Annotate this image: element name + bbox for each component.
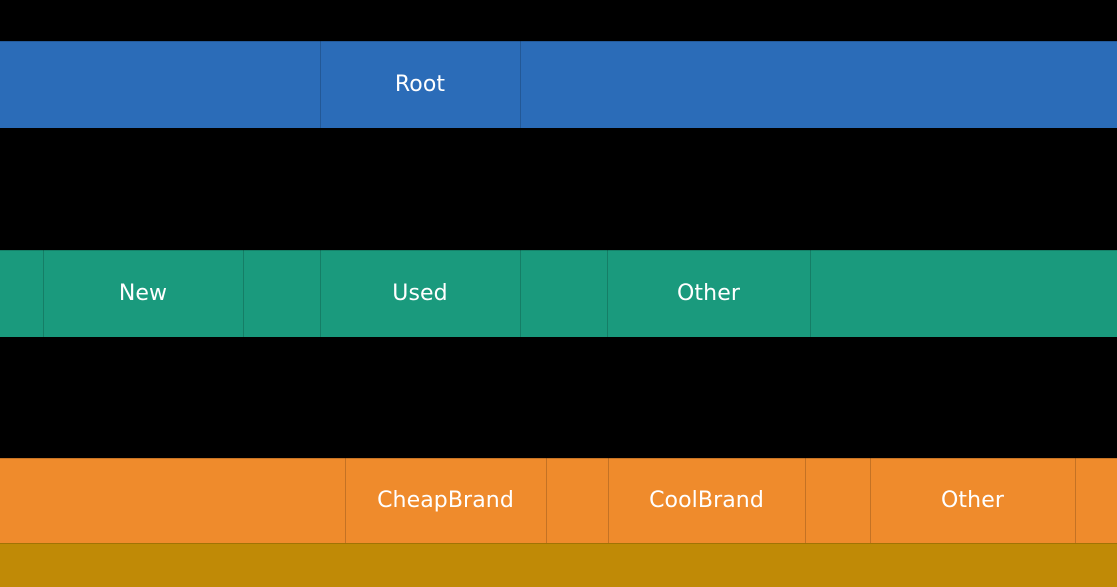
icicle-node-coolbrand[interactable]: CoolBrand xyxy=(608,458,805,543)
icicle-node-label: CoolBrand xyxy=(649,487,764,513)
icicle-node-unlabeled[interactable] xyxy=(243,250,320,337)
chart-level-condition-level: New Used Other xyxy=(0,250,1117,337)
icicle-node-label: CheapBrand xyxy=(377,487,514,513)
icicle-node-unlabeled[interactable] xyxy=(520,250,607,337)
icicle-node-unlabeled[interactable] xyxy=(805,458,870,543)
icicle-node-unlabeled[interactable] xyxy=(0,543,1117,587)
icicle-node-unlabeled[interactable] xyxy=(546,458,608,543)
icicle-node-label: Root xyxy=(394,71,446,97)
icicle-node-new[interactable]: New xyxy=(43,250,243,337)
icicle-node-other[interactable]: Other xyxy=(607,250,810,337)
icicle-node-used[interactable]: Used xyxy=(320,250,520,337)
icicle-node-label: Other xyxy=(941,487,1004,513)
icicle-node-unlabeled[interactable] xyxy=(0,458,345,543)
chart-level-root-level: Root xyxy=(0,41,1117,128)
icicle-node-other[interactable]: Other xyxy=(870,458,1075,543)
icicle-node-root[interactable]: Root xyxy=(320,41,520,128)
icicle-node-label: Other xyxy=(677,280,740,306)
icicle-node-label: Used xyxy=(392,280,448,306)
icicle-node-unlabeled[interactable] xyxy=(810,250,1117,337)
icicle-node-unlabeled[interactable] xyxy=(0,41,320,128)
icicle-node-unlabeled[interactable] xyxy=(520,41,1117,128)
chart-level-leaf-level xyxy=(0,543,1117,587)
chart-level-brand-level: CheapBrand CoolBrand Other xyxy=(0,458,1117,543)
icicle-node-unlabeled[interactable] xyxy=(0,250,43,337)
icicle-node-unlabeled[interactable] xyxy=(1075,458,1117,543)
icicle-node-label: New xyxy=(118,280,168,306)
icicle-node-cheapbrand[interactable]: CheapBrand xyxy=(345,458,546,543)
